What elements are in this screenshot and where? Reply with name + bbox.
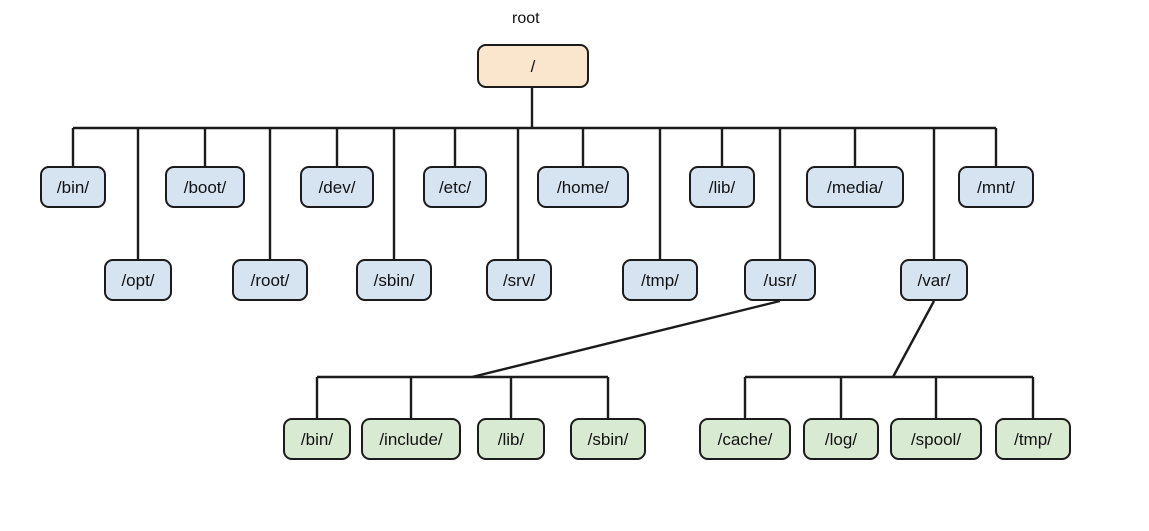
node-usr-bin-label: /bin/ bbox=[300, 429, 334, 449]
node-sbin-label: /sbin/ bbox=[373, 270, 415, 290]
node-root[interactable]: / bbox=[477, 44, 589, 88]
node-lib[interactable]: /lib/ bbox=[689, 166, 755, 208]
node-usr-bin[interactable]: /bin/ bbox=[283, 418, 351, 460]
node-root-label: / bbox=[530, 56, 536, 76]
node-var-spool-label: /spool/ bbox=[910, 429, 962, 449]
node-dev-label: /dev/ bbox=[318, 177, 356, 197]
node-sbin[interactable]: /sbin/ bbox=[356, 259, 432, 301]
node-bin-label: /bin/ bbox=[56, 177, 90, 197]
node-usr-sbin[interactable]: /sbin/ bbox=[570, 418, 646, 460]
edge-var-diagonal bbox=[891, 300, 936, 378]
node-mnt[interactable]: /mnt/ bbox=[958, 166, 1034, 208]
edge-usr-diagonal bbox=[471, 299, 781, 379]
node-var[interactable]: /var/ bbox=[900, 259, 968, 301]
node-usr-lib-label: /lib/ bbox=[497, 429, 525, 449]
node-var-label: /var/ bbox=[917, 270, 951, 290]
node-media-label: /media/ bbox=[827, 177, 883, 197]
node-srv[interactable]: /srv/ bbox=[486, 259, 552, 301]
node-tmp-label: /tmp/ bbox=[641, 270, 679, 290]
node-usr[interactable]: /usr/ bbox=[744, 259, 816, 301]
node-var-log[interactable]: /log/ bbox=[803, 418, 879, 460]
node-usr-lib[interactable]: /lib/ bbox=[477, 418, 545, 460]
node-bin[interactable]: /bin/ bbox=[40, 166, 106, 208]
node-tmp[interactable]: /tmp/ bbox=[622, 259, 698, 301]
node-etc-label: /etc/ bbox=[438, 177, 472, 197]
node-var-tmp-label: /tmp/ bbox=[1014, 429, 1052, 449]
node-lib-label: /lib/ bbox=[708, 177, 736, 197]
node-var-tmp[interactable]: /tmp/ bbox=[995, 418, 1071, 460]
node-usr-include-label: /include/ bbox=[379, 429, 443, 449]
node-media[interactable]: /media/ bbox=[806, 166, 904, 208]
node-var-cache-label: /cache/ bbox=[717, 429, 773, 449]
root-caption: root bbox=[512, 10, 540, 27]
node-usr-include[interactable]: /include/ bbox=[361, 418, 461, 460]
node-mnt-label: /mnt/ bbox=[977, 177, 1015, 197]
node-root-dir-label: /root/ bbox=[250, 270, 290, 290]
node-var-log-label: /log/ bbox=[824, 429, 858, 449]
node-var-cache[interactable]: /cache/ bbox=[699, 418, 791, 460]
node-boot[interactable]: /boot/ bbox=[165, 166, 245, 208]
node-home-label: /home/ bbox=[557, 177, 609, 197]
node-etc[interactable]: /etc/ bbox=[423, 166, 487, 208]
node-usr-sbin-label: /sbin/ bbox=[587, 429, 629, 449]
node-opt-label: /opt/ bbox=[121, 270, 155, 290]
node-var-spool[interactable]: /spool/ bbox=[890, 418, 982, 460]
node-root-dir[interactable]: /root/ bbox=[232, 259, 308, 301]
node-usr-label: /usr/ bbox=[763, 270, 797, 290]
node-home[interactable]: /home/ bbox=[537, 166, 629, 208]
node-boot-label: /boot/ bbox=[183, 177, 227, 197]
node-opt[interactable]: /opt/ bbox=[104, 259, 172, 301]
node-dev[interactable]: /dev/ bbox=[300, 166, 374, 208]
node-srv-label: /srv/ bbox=[502, 270, 536, 290]
